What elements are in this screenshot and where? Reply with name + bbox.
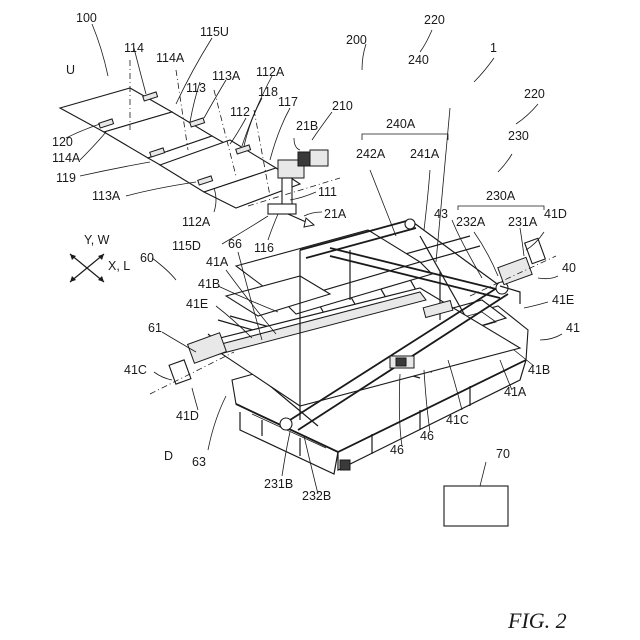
label-115U: 115U: [200, 25, 229, 39]
label-120: 120: [52, 135, 73, 149]
label-Y-W: Y, W: [84, 233, 110, 247]
label-41E-right: 41E: [552, 293, 574, 307]
label-21A: 21A: [324, 207, 347, 221]
label-113A-left: 113A: [92, 189, 121, 203]
label-210: 210: [332, 99, 353, 113]
label-112A-bottom: 112A: [182, 215, 211, 229]
label-242A: 242A: [356, 147, 386, 161]
label-46-left: 46: [390, 443, 404, 457]
label-200: 200: [346, 33, 367, 47]
label-220-top: 220: [424, 13, 445, 27]
label-230: 230: [508, 129, 529, 143]
label-232B: 232B: [302, 489, 331, 503]
label-114: 114: [124, 41, 144, 55]
label-D: D: [164, 449, 173, 463]
label-41C-right: 41C: [446, 413, 469, 427]
label-41D-left: 41D: [176, 409, 199, 423]
label-112A-top: 112A: [256, 65, 285, 79]
label-41A-left: 41A: [206, 255, 229, 269]
label-117: 117: [278, 95, 298, 109]
axis-cross-icon: [70, 254, 104, 282]
label-116: 116: [254, 241, 274, 255]
label-240A: 240A: [386, 117, 416, 131]
label-41: 41: [566, 321, 580, 335]
label-230A: 230A: [486, 189, 516, 203]
label-70: 70: [496, 447, 510, 461]
label-241A: 241A: [410, 147, 440, 161]
label-40: 40: [562, 261, 576, 275]
label-41B-left: 41B: [198, 277, 220, 291]
label-232A: 232A: [456, 215, 486, 229]
label-114A-left: 114A: [52, 151, 81, 165]
label-X-L: X, L: [108, 259, 130, 273]
label-115D: 115D: [172, 239, 201, 253]
label-46-right: 46: [420, 429, 434, 443]
label-41A-right: 41A: [504, 385, 527, 399]
label-41B-right: 41B: [528, 363, 550, 377]
label-111: 111: [318, 185, 337, 199]
label-41E-left: 41E: [186, 297, 208, 311]
label-119: 119: [56, 171, 76, 185]
label-114A-top: 114A: [156, 51, 185, 65]
label-113: 113: [186, 81, 206, 95]
label-41C-left: 41C: [124, 363, 147, 377]
label-113A-top: 113A: [212, 69, 241, 83]
label-118: 118: [258, 85, 278, 99]
label-231A: 231A: [508, 215, 538, 229]
label-1: 1: [490, 41, 497, 55]
label-220-right: 220: [524, 87, 545, 101]
label-63: 63: [192, 455, 206, 469]
label-231B: 231B: [264, 477, 293, 491]
label-66: 66: [228, 237, 242, 251]
label-60: 60: [140, 251, 154, 265]
label-100: 100: [76, 11, 97, 25]
controller-box-70: [444, 486, 508, 526]
label-41D-right: 41D: [544, 207, 567, 221]
label-61: 61: [148, 321, 162, 335]
label-112: 112: [230, 105, 250, 119]
figure-caption: FIG. 2: [507, 608, 567, 633]
flow-arrow-icon: [288, 214, 314, 227]
label-21B: 21B: [296, 119, 318, 133]
label-U: U: [66, 63, 75, 77]
label-43: 43: [434, 207, 448, 221]
label-240: 240: [408, 53, 429, 67]
